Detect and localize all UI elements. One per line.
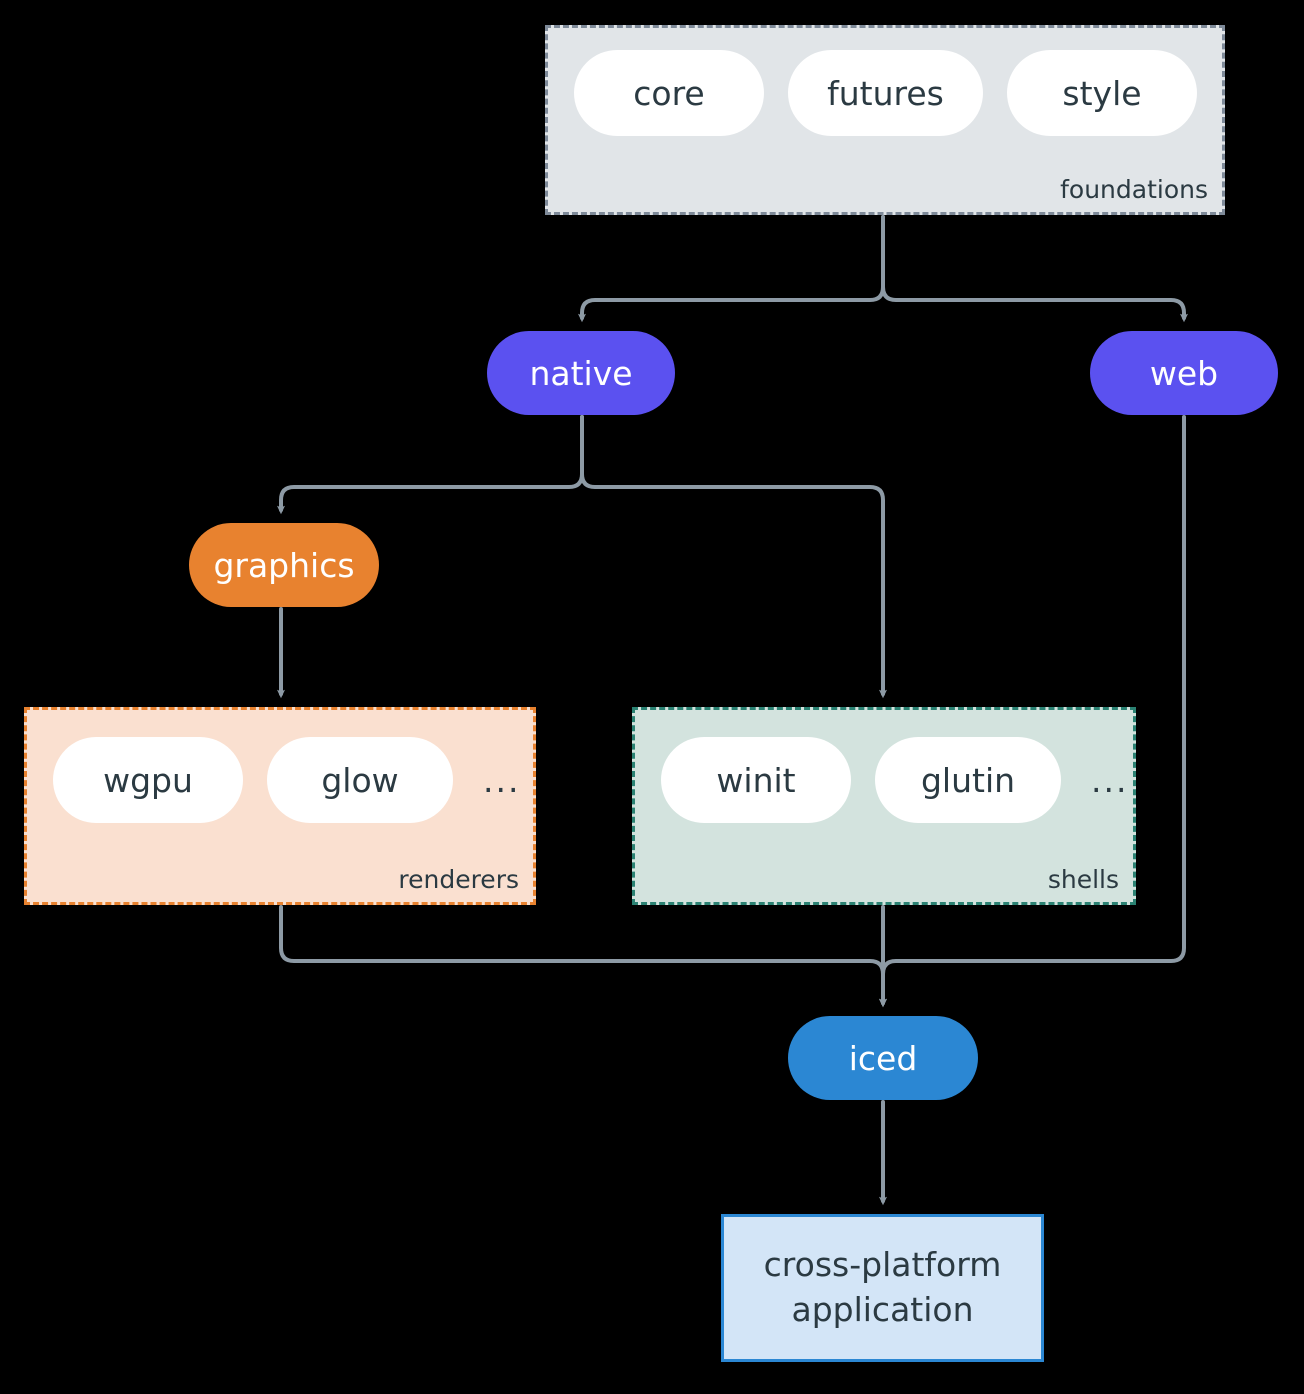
shells-ellipsis: ... — [1091, 760, 1129, 800]
pill-winit-label: winit — [716, 760, 796, 800]
pill-wgpu[interactable]: wgpu — [53, 737, 243, 823]
pill-futures[interactable]: futures — [788, 50, 983, 136]
shells-member-row: winit glutin ... — [661, 737, 1128, 823]
application-label-line2: application — [791, 1290, 974, 1329]
renderers-ellipsis: ... — [483, 760, 521, 800]
edge-native-graphics — [277, 415, 584, 515]
application-label-line1: cross-platform — [763, 1245, 1002, 1285]
renderers-member-row: wgpu glow ... — [53, 737, 520, 823]
group-renderers: wgpu glow ... renderers — [24, 707, 536, 905]
node-native-label: native — [529, 353, 633, 393]
group-shells-label: shells — [1047, 865, 1119, 894]
node-graphics-label: graphics — [213, 545, 355, 585]
pill-glutin[interactable]: glutin — [875, 737, 1061, 823]
node-graphics[interactable]: graphics — [189, 523, 379, 607]
group-renderers-label: renderers — [398, 865, 519, 894]
node-cross-platform-application[interactable]: cross-platform application — [721, 1214, 1044, 1362]
node-web[interactable]: web — [1090, 331, 1278, 415]
pill-wgpu-label: wgpu — [103, 760, 193, 800]
pill-style-label: style — [1062, 73, 1142, 113]
pill-winit[interactable]: winit — [661, 737, 851, 823]
edge-renderers-iced — [279, 905, 887, 1008]
pill-core[interactable]: core — [574, 50, 764, 136]
group-foundations-label: foundations — [1060, 175, 1208, 204]
pill-style[interactable]: style — [1007, 50, 1197, 136]
pill-futures-label: futures — [827, 73, 944, 113]
node-native[interactable]: native — [487, 331, 675, 415]
group-foundations: core futures style foundations — [545, 25, 1225, 215]
pill-core-label: core — [633, 73, 705, 113]
group-shells: winit glutin ... shells — [632, 707, 1136, 905]
pill-glow[interactable]: glow — [267, 737, 453, 823]
pill-glow-label: glow — [321, 760, 399, 800]
node-iced[interactable]: iced — [788, 1016, 978, 1100]
foundations-member-row: core futures style — [574, 50, 1197, 136]
edge-native-shells — [580, 415, 887, 699]
edge-foundations-native — [578, 215, 885, 323]
pill-glutin-label: glutin — [920, 760, 1016, 800]
edge-foundations-web — [881, 215, 1188, 323]
node-iced-label: iced — [848, 1038, 918, 1078]
node-web-label: web — [1149, 353, 1219, 393]
